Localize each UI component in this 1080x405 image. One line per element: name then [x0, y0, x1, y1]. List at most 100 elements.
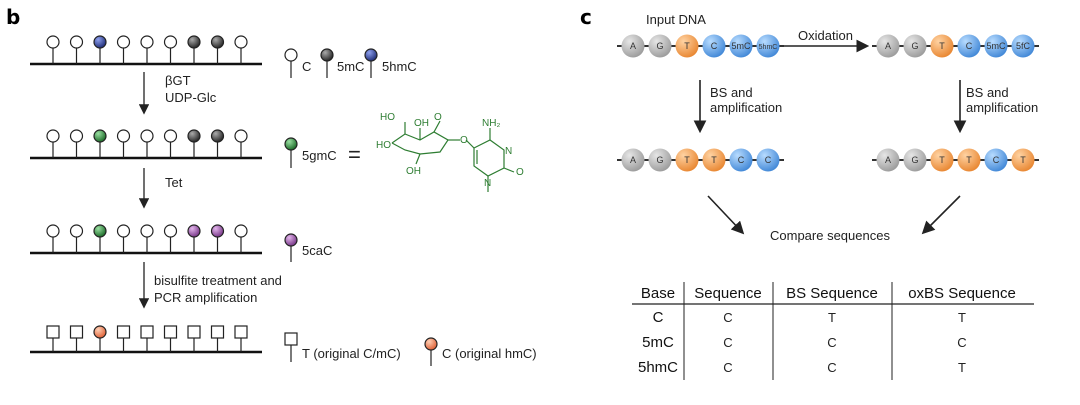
cytosine-pin [46, 35, 60, 64]
legend-c-pin [284, 48, 298, 62]
legend-row-2: 5gmC = HO OH O HO OH [284, 112, 524, 192]
compare-arrow-left [707, 195, 745, 235]
nucleotide-bead: C [957, 34, 981, 58]
cytosine-pin [116, 35, 131, 64]
svg-text:C: C [993, 155, 1000, 165]
arrow-1-line2: UDP-Glc [165, 90, 217, 105]
svg-text:G: G [656, 41, 663, 51]
cytosine-pin [93, 129, 107, 158]
svg-text:C: C [738, 155, 745, 165]
table-cell: 5hmC [638, 359, 678, 376]
table-cell: T [958, 360, 966, 375]
legend-5mc-pin [320, 48, 334, 62]
bs-left-line2: amplification [710, 100, 782, 115]
equals-sign: = [348, 142, 361, 167]
cytosine-pin [163, 129, 178, 158]
nucleotide-bead: G [903, 34, 927, 58]
table-cell: 5mC [642, 334, 674, 351]
cytosine-pin [46, 129, 60, 158]
cytosine-pin [69, 224, 84, 253]
svg-text:5hmC: 5hmC [759, 44, 778, 51]
nucleotide-bead: G [903, 148, 927, 172]
svg-text:T: T [684, 41, 690, 51]
legend-5hmc-label: 5hmC [382, 59, 417, 74]
cytosine-pin [116, 325, 131, 352]
cytosine-pin [140, 129, 154, 158]
cytosine-pin [163, 325, 178, 352]
cytosine-pin [93, 325, 107, 352]
svg-text:A: A [630, 155, 636, 165]
svg-text:C: C [711, 41, 718, 51]
svg-text:T: T [684, 155, 690, 165]
legend-hmc-c-pin [424, 337, 438, 351]
arrow-3-line1: bisulfite treatment and [154, 273, 282, 288]
cytosine-pin [210, 129, 225, 158]
nucleotide-bead: 5hmC [756, 34, 780, 58]
table-cell: C [827, 335, 836, 350]
cytosine-pin [234, 325, 248, 352]
cytosine-pin [69, 35, 84, 64]
struct-o2: O [460, 135, 468, 146]
cytosine-pin [187, 325, 201, 352]
legend-row-3: 5caC [284, 233, 332, 262]
cytosine-pin [93, 35, 107, 64]
nucleotide-bead: T [930, 148, 954, 172]
cytosine-pin [210, 35, 225, 64]
nucleotide-bead: T [957, 148, 981, 172]
struct-n2: N [484, 178, 491, 189]
cytosine-pin [140, 224, 154, 253]
cytosine-pin [210, 224, 225, 253]
cytosine-pin [210, 325, 225, 352]
arrow-3-line2: PCR amplification [154, 290, 257, 305]
nucleotide-bead: T [675, 34, 699, 58]
bs-right-line1: BS and [966, 85, 1009, 100]
cytosine-pin [187, 224, 201, 253]
cytosine-pin [69, 129, 84, 158]
cytosine-pin [187, 129, 201, 158]
legend-5hmc-pin [364, 48, 378, 62]
struct-o1: O [434, 112, 442, 123]
th-bs-sequence: BS Sequence [786, 285, 878, 302]
th-oxbs-sequence: oxBS Sequence [908, 285, 1016, 302]
legend-5mc-label: 5mC [337, 59, 364, 74]
table-cell: C [957, 335, 966, 350]
legend-5cac-pin [284, 233, 298, 247]
nucleotide-bead: G [648, 148, 672, 172]
legend-row-4: T (original C/mC) C (original hmC) [284, 332, 537, 366]
legend-hmc-c-label: C (original hmC) [442, 346, 537, 361]
legend-5gmc-pin [284, 137, 298, 151]
svg-text:A: A [630, 41, 636, 51]
nucleotide-bead: A [876, 34, 900, 58]
bs-arrow-right: BS and amplification [953, 80, 1038, 134]
struct-o3: O [516, 167, 524, 178]
bs-left-line1: BS and [710, 85, 753, 100]
cytosine-pin [46, 325, 60, 352]
cytosine-pin [69, 325, 84, 352]
panel-b: b βGT UDP-Glc Tet bisulfite treatment an… [6, 5, 537, 366]
panel-b-label: b [6, 5, 20, 29]
cytosine-pin [234, 35, 248, 64]
cytosine-pin [116, 224, 131, 253]
svg-text:T: T [711, 155, 717, 165]
cytosine-pin [163, 35, 178, 64]
bs-arrow-left: BS and amplification [693, 80, 782, 134]
nucleotide-bead: T [930, 34, 954, 58]
svg-text:A: A [885, 155, 891, 165]
nucleotide-bead: C [756, 148, 780, 172]
struct-ho2: HO [376, 140, 391, 151]
dna-strand-1 [30, 35, 262, 66]
table-cell: C [723, 360, 732, 375]
table-cell: T [828, 310, 836, 325]
nucleotide-bead: C [702, 34, 726, 58]
struct-ho1: HO [380, 112, 395, 123]
legend-t-pin [284, 332, 298, 346]
nucleotide-bead: C [984, 148, 1008, 172]
cytosine-pin [163, 224, 178, 253]
struct-oh1: OH [414, 118, 429, 129]
step-arrow-2: Tet [138, 168, 183, 209]
dna-strand-3 [30, 224, 262, 255]
